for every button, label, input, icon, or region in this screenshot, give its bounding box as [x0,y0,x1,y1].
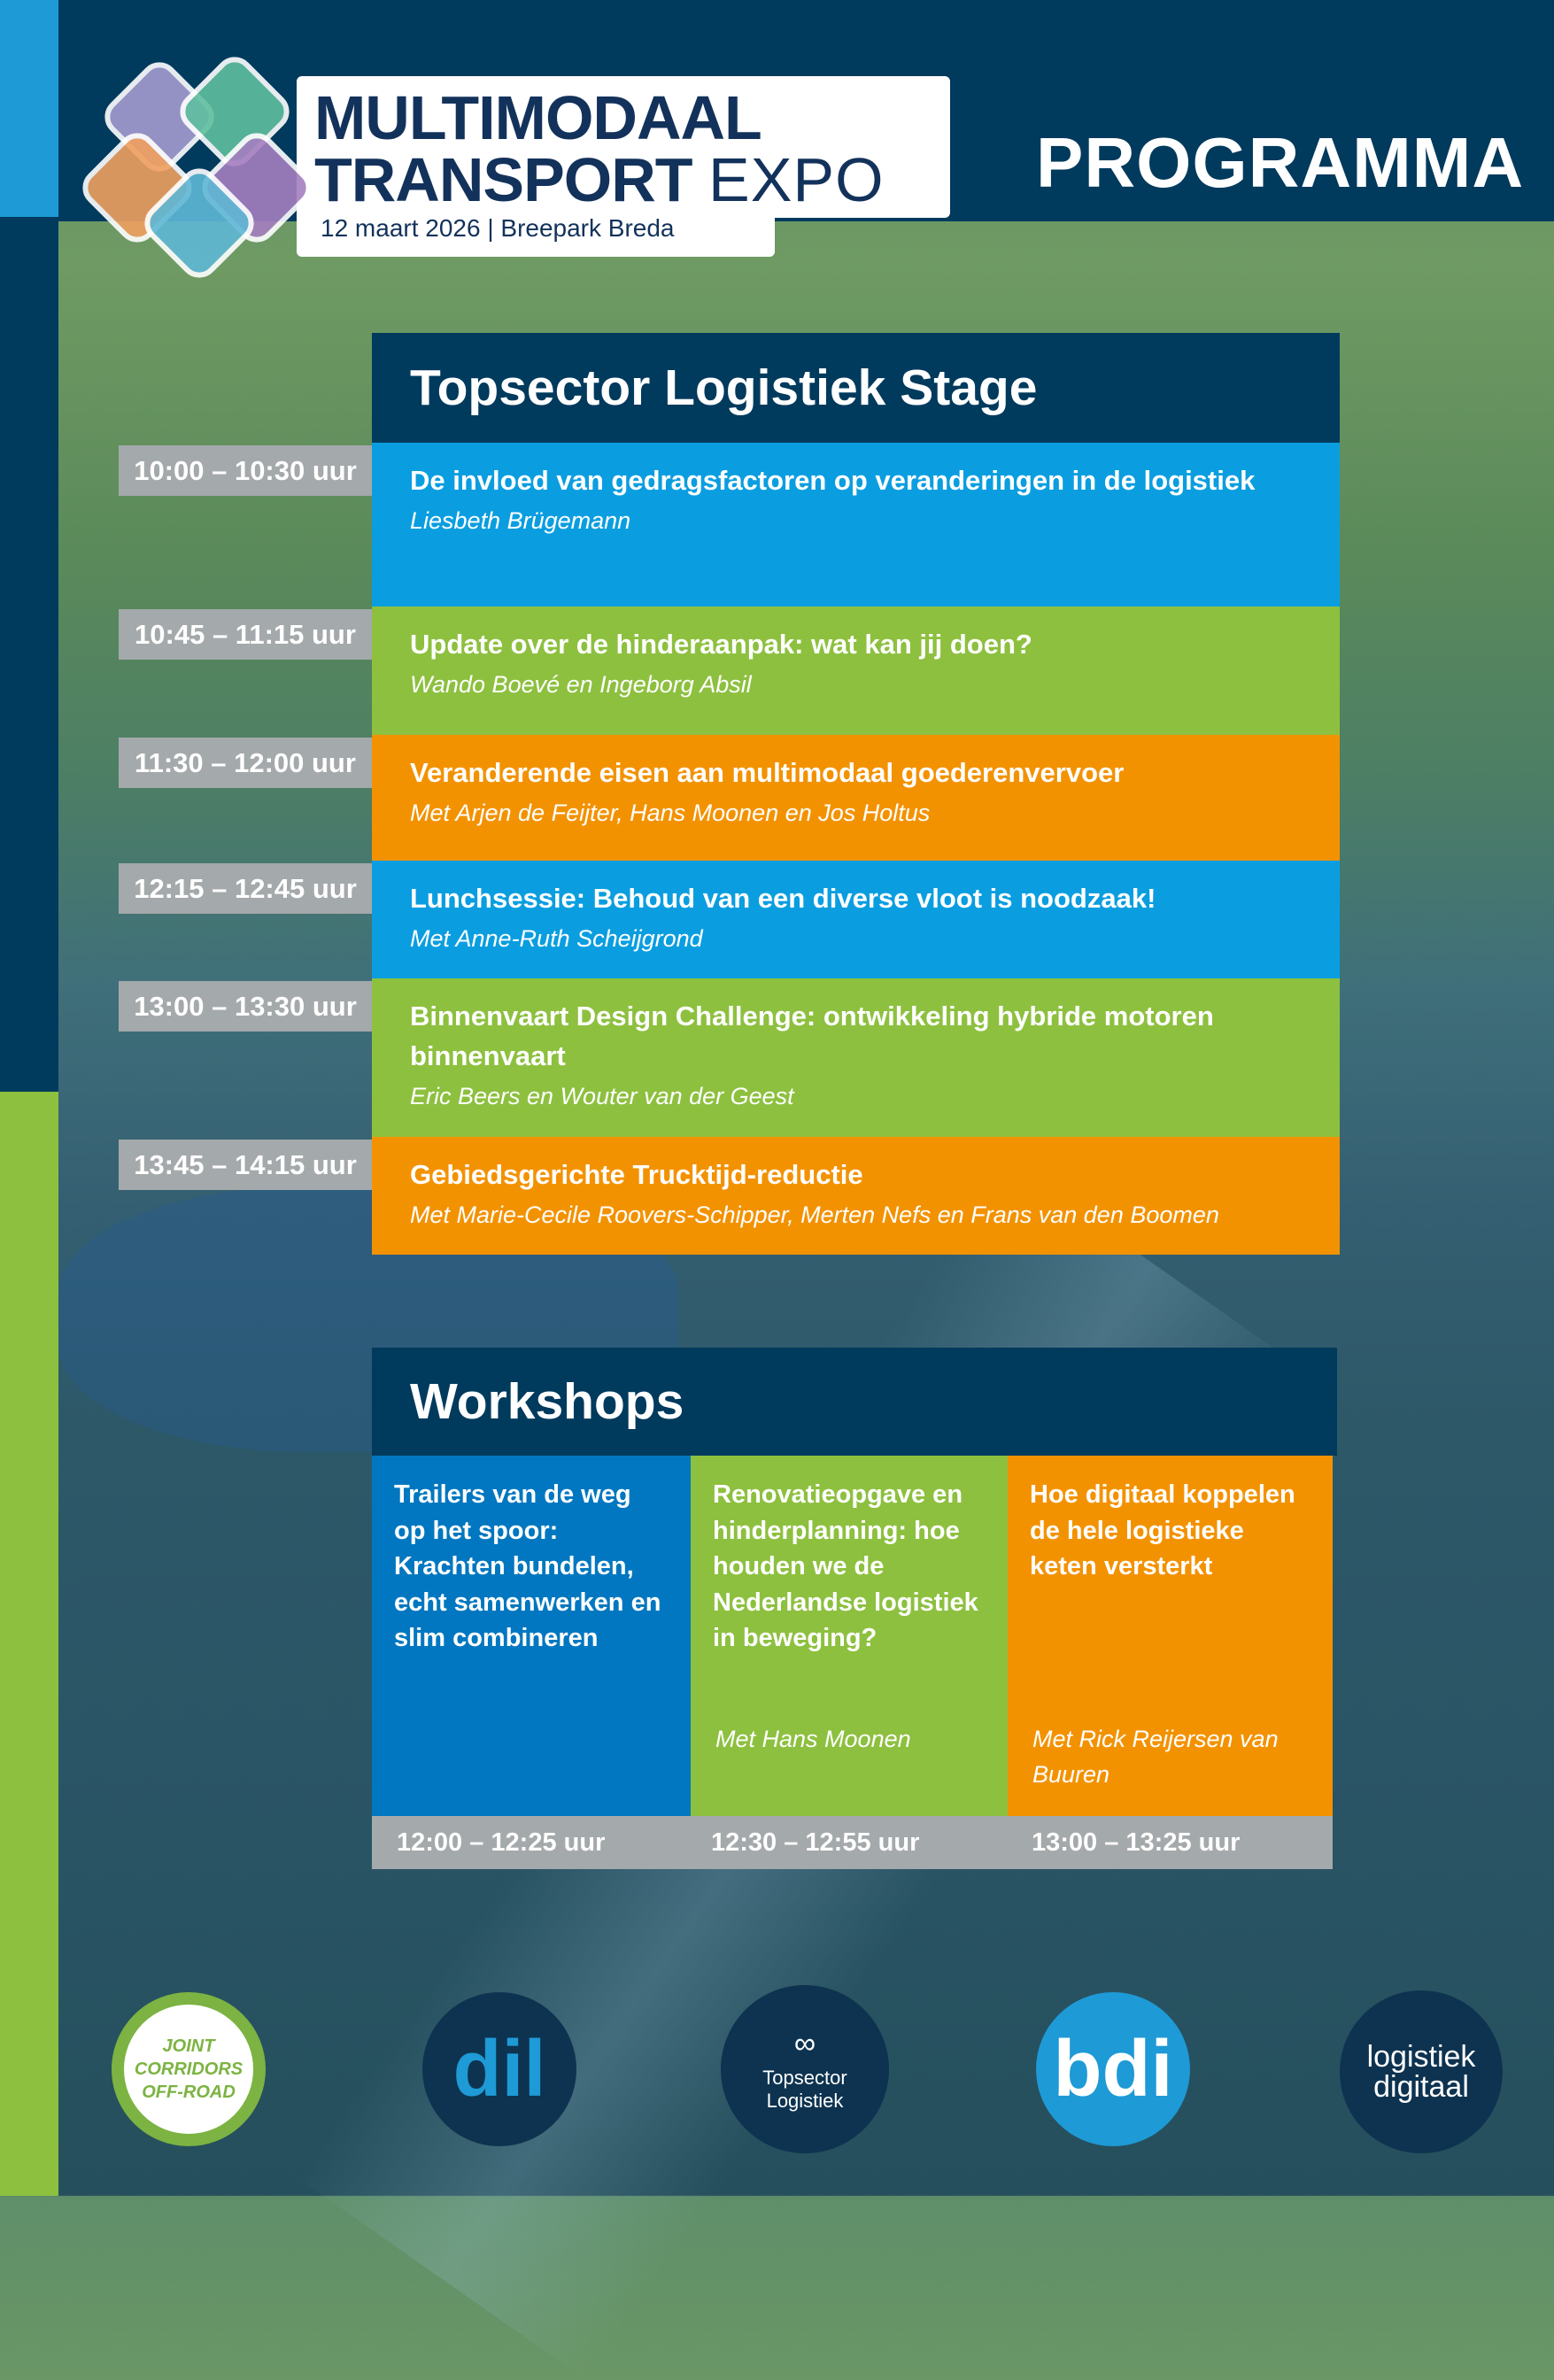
session-speakers: Met Marie-Cecile Roovers-Schipper, Merte… [410,1202,1219,1228]
session-time: 12:15 – 12:45 uur [119,863,372,914]
left-stripe-green [0,1092,58,2196]
stage-title: Topsector Logistiek Stage [372,333,1340,443]
logistiek-digitaal-logo: logistiek digitaal [1340,1990,1503,2153]
session-time: 10:45 – 11:15 uur [119,609,372,660]
left-stripe-navy [0,217,58,1092]
session-time: 13:45 – 14:15 uur [119,1140,372,1190]
expo-logo: MULTIMODAAL TRANSPORT EXPO 12 maart 2026… [74,49,965,286]
session-title: Veranderende eisen aan multimodaal goede… [410,757,1125,788]
workshop-card: Hoe digitaal koppelen de hele logistieke… [1008,1456,1333,1816]
bdi-logo: bdi [1036,1992,1190,2146]
workshop-card: Trailers van de weg op het spoor: Kracht… [372,1456,691,1816]
session-title: De invloed van gedragsfactoren op verand… [410,465,1256,496]
page-title: PROGRAMMA [1036,123,1525,202]
session-row: De invloed van gedragsfactoren op verand… [372,443,1340,607]
workshops-title: Workshops [372,1348,1337,1456]
session-speakers: Eric Beers en Wouter van der Geest [410,1083,794,1109]
session-time: 10:00 – 10:30 uur [119,445,372,496]
session-time: 11:30 – 12:00 uur [119,738,372,788]
dil-logo: dil [422,1992,576,2146]
infinity-icon: ∞ [793,2026,816,2060]
joint-corridors-logo: JOINT CORRIDORS OFF-ROAD [112,1992,266,2146]
session-title: Update over de hinderaanpak: wat kan jij… [410,629,1032,660]
session-speakers: Met Arjen de Feijter, Hans Moonen en Jos… [410,800,931,826]
session-speakers: Liesbeth Brügemann [410,507,631,534]
session-speakers: Met Anne-Ruth Scheijgrond [410,925,703,952]
left-stripe-blue [0,0,58,217]
session-row: Binnenvaart Design Challenge: ontwikkeli… [372,978,1340,1137]
workshop-card: Renovatieopgave en hinderplanning: hoe h… [691,1456,1008,1816]
session-row: Veranderende eisen aan multimodaal goede… [372,735,1340,861]
session-title: Lunchsessie: Behoud van een diverse vloo… [410,883,1156,914]
workshop-times: 12:00 – 12:25 uur 12:30 – 12:55 uur 13:0… [372,1816,1333,1869]
session-time: 13:00 – 13:30 uur [119,981,372,1032]
session-title: Binnenvaart Design Challenge: ontwikkeli… [410,1001,1214,1071]
session-row: Lunchsessie: Behoud van een diverse vloo… [372,861,1340,978]
session-row: Update over de hinderaanpak: wat kan jij… [372,607,1340,735]
topsector-logistiek-logo: ∞ Topsector Logistiek [721,1985,889,2153]
session-speakers: Wando Boevé en Ingeborg Absil [410,671,752,698]
session-title: Gebiedsgerichte Trucktijd-reductie [410,1159,863,1190]
